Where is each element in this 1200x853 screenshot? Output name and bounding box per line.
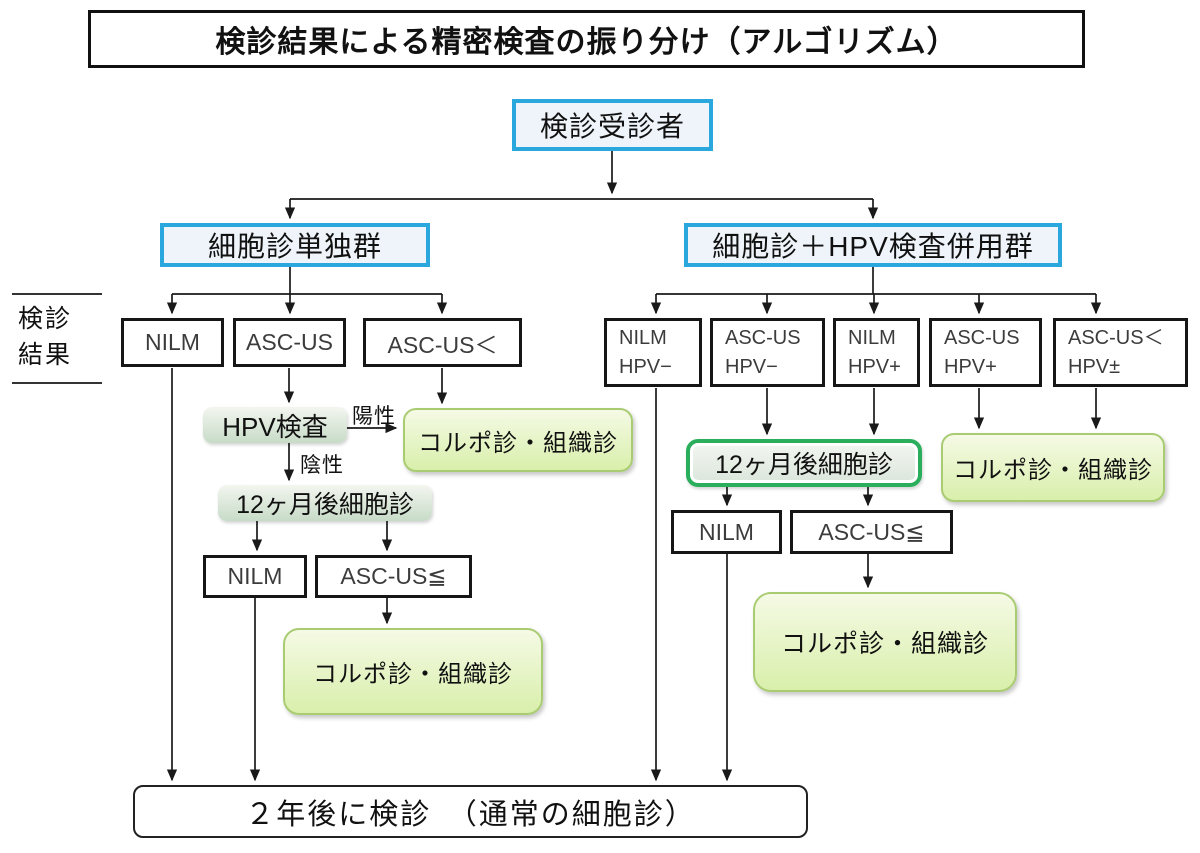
- diagram-title: 検診結果による精密検査の振り分け（アルゴリズム）: [88, 10, 1085, 68]
- node-left-followup-nilm: NILM: [203, 555, 307, 598]
- node-group-cytology-plus-hpv: 細胞診＋HPV検査併用群: [684, 223, 1062, 267]
- node-right-followup-ascus-le: ASC-US≦: [790, 510, 953, 554]
- node-left-ascus-or-worse: ASC-US＜: [363, 318, 522, 367]
- node-right-ascus-hpv-pos: ASC-US HPV+: [929, 318, 1042, 387]
- node-left-followup-ascus-le: ASC-US≦: [315, 555, 472, 598]
- node-right-12month-cytology: 12ヶ月後細胞診: [686, 439, 922, 487]
- node-left-12month-cytology: 12ヶ月後細胞診: [218, 485, 432, 521]
- row-label-line2: 結果: [18, 341, 73, 370]
- node-right-ascus-hpv-neg: ASC-US HPV−: [710, 318, 825, 387]
- node-line1: ASC-US: [725, 326, 801, 349]
- node-line2: HPV−: [725, 355, 778, 378]
- node-right-nilm-hpv-pos: NILM HPV+: [833, 318, 920, 387]
- node-rescreen-in-2-years: ２年後に検診 （通常の細胞診）: [133, 785, 808, 838]
- node-left-colposcopy-lower: コルポ診・組織診: [283, 628, 543, 715]
- edge-label-positive: 陽性: [352, 405, 396, 428]
- row-label-screening-result: 検診 結果: [12, 293, 102, 384]
- node-line2: HPV+: [848, 355, 901, 378]
- node-right-colposcopy-upper: コルポ診・組織診: [941, 433, 1165, 502]
- node-group-cytology-only: 細胞診単独群: [160, 223, 430, 267]
- node-right-colposcopy-lower: コルポ診・組織診: [753, 592, 1017, 692]
- row-label-line1: 検診: [18, 305, 73, 333]
- node-left-colposcopy-upper: コルポ診・組織診: [403, 408, 633, 472]
- node-right-nilm-hpv-neg: NILM HPV−: [604, 318, 702, 387]
- node-line1: ASC-US＜: [1068, 326, 1164, 349]
- node-line1: ASC-US: [944, 326, 1020, 349]
- node-line2: HPV−: [619, 355, 672, 378]
- node-right-followup-nilm: NILM: [671, 510, 782, 554]
- node-hpv-test: HPV検査: [203, 407, 347, 443]
- edge-label-negative: 陰性: [300, 454, 344, 477]
- node-line2: HPV+: [944, 355, 997, 378]
- node-line2: HPV±: [1068, 355, 1121, 378]
- node-right-ascus-or-worse-hpv-pm: ASC-US＜ HPV±: [1053, 318, 1188, 387]
- node-entry-examinee: 検診受診者: [512, 99, 713, 151]
- node-line1: NILM: [848, 326, 896, 349]
- node-left-nilm: NILM: [121, 318, 224, 367]
- node-left-ascus: ASC-US: [233, 318, 346, 367]
- node-line1: NILM: [619, 326, 667, 349]
